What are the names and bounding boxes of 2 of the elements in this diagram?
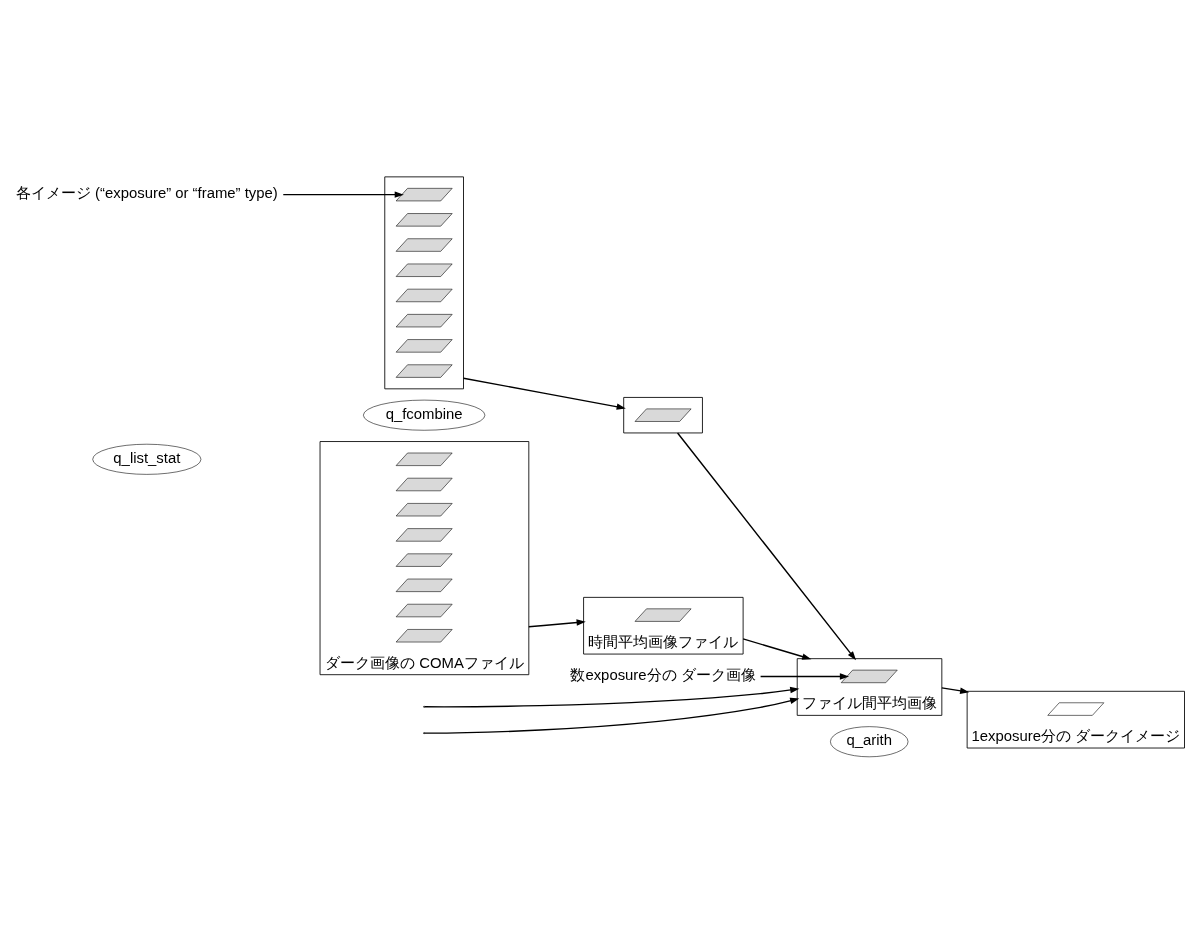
node-text: 各イメージ (“exposure” or “frame” type) bbox=[15, 184, 278, 201]
node-text: 数exposure分の ダーク画像 bbox=[570, 666, 756, 683]
